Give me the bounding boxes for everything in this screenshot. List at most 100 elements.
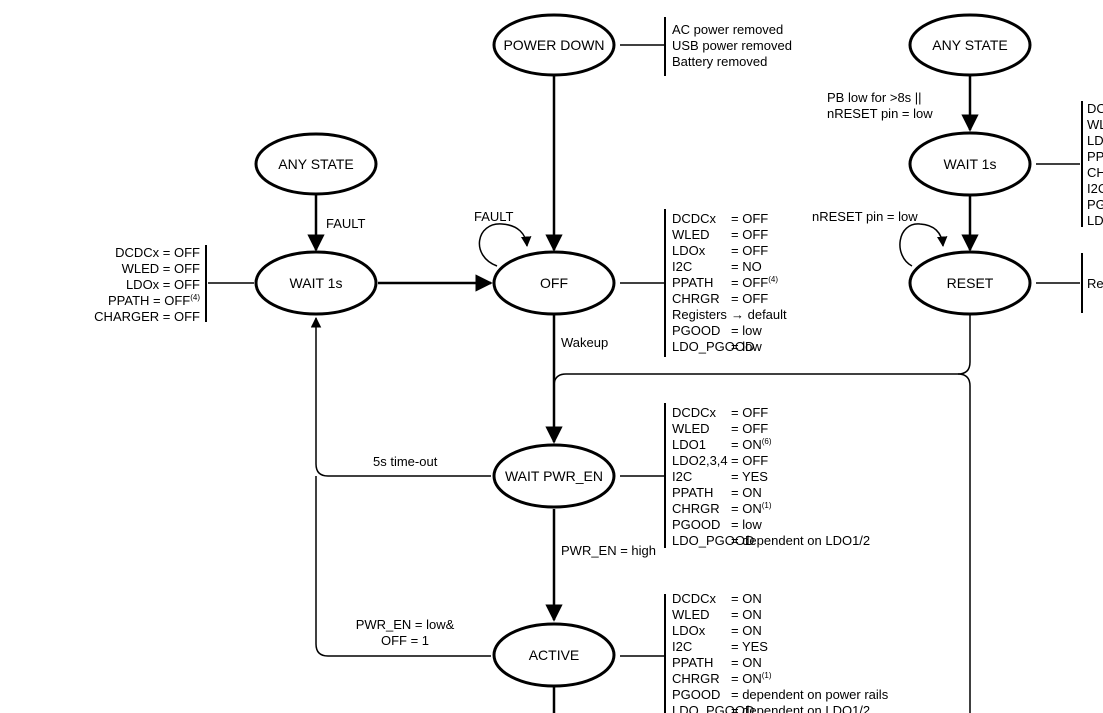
note-line: LD: [1087, 133, 1103, 148]
label-active: ACTIVE: [529, 647, 580, 663]
note-key: PGOOD: [672, 687, 720, 702]
note-key: LDO_PGOOD: [672, 703, 754, 713]
state-power-down: [492, 13, 616, 77]
loop-reset-nreset: [899, 223, 948, 267]
edge-timeout-wait1s: [310, 316, 491, 477]
note-key: LDO_PGOOD: [672, 339, 754, 354]
transition-nreset-low: nRESET pin = low: [812, 209, 918, 224]
label-off: OFF: [540, 275, 568, 291]
edge-reset-waitpwren: [553, 315, 971, 387]
label-wait1s-left: WAIT 1s: [290, 275, 343, 291]
state-active: [492, 622, 616, 688]
transition-timeout: 5s time-out: [373, 454, 438, 469]
note-value: = ON(1): [731, 501, 772, 516]
note-value: = YES: [731, 469, 768, 484]
transition-pb-low-1: PB low for >8s ||: [827, 90, 922, 105]
edge-right-vertical: [957, 373, 971, 713]
note-line: PP: [1087, 149, 1103, 164]
state-wait1s-right: [908, 131, 1032, 197]
label-power-down: POWER DOWN: [503, 37, 604, 53]
note-key: LDOx: [126, 277, 163, 292]
note-value: = OFF: [163, 309, 200, 324]
note-line: PPATH = OFF(4): [108, 293, 200, 308]
note-key: WLED: [672, 227, 710, 242]
note-value: = NO: [731, 259, 762, 274]
note-key: LDO2,3,4: [672, 453, 728, 468]
note-key: LDO_PGOOD: [672, 533, 754, 548]
state-wait1s-left: [254, 250, 378, 316]
state-any-left: [254, 132, 378, 196]
note-value: = OFF(4): [731, 275, 778, 290]
note-line: DC: [1087, 101, 1103, 116]
note-line: Battery removed: [672, 54, 767, 69]
note-value: = dependent on LDO1/2: [731, 533, 870, 548]
note-footnote: (4): [190, 293, 200, 302]
note-value: = OFF: [731, 243, 768, 258]
loop-off-fault: [478, 223, 532, 267]
note-key: DCDCx: [672, 591, 717, 606]
note-key: CHRGR: [672, 291, 720, 306]
transition-pwr-en-low-1: PWR_EN = low&: [356, 617, 455, 632]
label-wait1s-right: WAIT 1s: [944, 156, 997, 172]
note-value: = low: [731, 323, 762, 338]
note-key: LDOx: [672, 243, 706, 258]
note-reset: Re: [1087, 276, 1103, 291]
note-key: DCDCx: [672, 405, 717, 420]
note-key: I2C: [672, 469, 692, 484]
note-key: PPATH: [108, 293, 153, 308]
label-any-right: ANY STATE: [932, 37, 1007, 53]
note-value: = dependent on LDO1/2: [731, 703, 870, 713]
note-key: PGOOD: [672, 517, 720, 532]
note-value: = ON(1): [731, 671, 772, 686]
state-off: [492, 250, 616, 316]
note-line: USB power removed: [672, 38, 792, 53]
label-any-left: ANY STATE: [278, 156, 353, 172]
note-value: = OFF: [163, 261, 200, 276]
note-value: = ON: [731, 591, 762, 606]
note-key: LDOx: [672, 623, 706, 638]
note-value: = OFF: [163, 277, 200, 292]
note-value: = OFF: [731, 211, 768, 226]
note-value: = OFF: [153, 293, 190, 308]
note-key: LDO1: [672, 437, 706, 452]
state-reset: [908, 250, 1032, 316]
note-value: → default: [731, 307, 787, 322]
note-value: = YES: [731, 639, 768, 654]
transition-pb-low-2: nRESET pin = low: [827, 106, 933, 121]
transition-fault-left: FAULT: [326, 216, 366, 231]
transition-fault-off: FAULT: [474, 209, 514, 224]
note-key: CHARGER: [94, 309, 163, 324]
transition-pwr-en-low-2: OFF = 1: [381, 633, 429, 648]
label-reset: RESET: [947, 275, 994, 291]
note-key: CHRGR: [672, 671, 720, 686]
note-value: = OFF: [731, 453, 768, 468]
note-key: WLED: [672, 607, 710, 622]
state-any-right: [908, 13, 1032, 77]
note-key: PPATH: [672, 275, 713, 290]
note-key: PPATH: [672, 655, 713, 670]
note-value: = low: [731, 339, 762, 354]
edge-active-wait1s: [315, 476, 491, 657]
state-wait-pwr-en: [492, 443, 616, 509]
note-key: I2C: [672, 639, 692, 654]
note-line: I2C: [1087, 181, 1103, 196]
note-line: PG: [1087, 197, 1103, 212]
note-footnote: (6): [762, 437, 772, 446]
note-line: AC power removed: [672, 22, 783, 37]
note-value: = ON: [731, 485, 762, 500]
label-wait-pwr-en: WAIT PWR_EN: [505, 468, 603, 484]
note-line: WLED = OFF: [122, 261, 200, 276]
note-key: PPATH: [672, 485, 713, 500]
note-key: DCDCx: [672, 211, 717, 226]
note-footnote: (1): [762, 501, 772, 510]
note-value: = OFF: [731, 405, 768, 420]
note-value: = ON: [731, 655, 762, 670]
note-line: DCDCx = OFF: [115, 245, 200, 260]
